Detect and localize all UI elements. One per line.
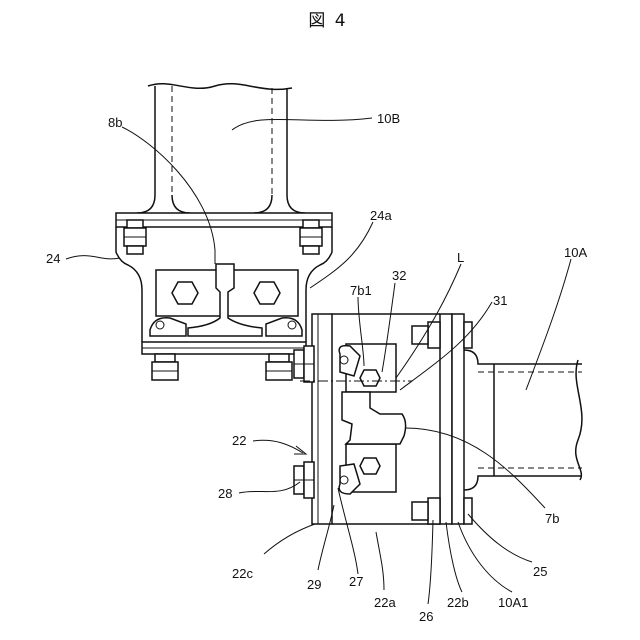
vertical-member-10b xyxy=(137,84,305,213)
label-l: L xyxy=(457,250,464,265)
label-26: 26 xyxy=(419,609,433,624)
label-28: 28 xyxy=(218,486,232,501)
label-8b: 8b xyxy=(108,115,122,130)
rail-clamp-upper xyxy=(150,264,302,336)
label-22: 22 xyxy=(232,433,246,448)
label-7b: 7b xyxy=(545,511,559,526)
label-24: 24 xyxy=(46,251,60,266)
figure-title: 図 4 xyxy=(308,11,347,31)
label-24a: 24a xyxy=(370,208,392,223)
label-32: 32 xyxy=(392,268,406,283)
label-22a: 22a xyxy=(374,595,396,610)
label-10a1: 10A1 xyxy=(498,595,528,610)
rail-clamp-lower xyxy=(339,344,405,494)
label-7b1: 7b1 xyxy=(350,283,372,298)
label-25: 25 xyxy=(533,564,547,579)
label-10a: 10A xyxy=(564,245,587,260)
label-27: 27 xyxy=(349,574,363,589)
horizontal-member-10a xyxy=(464,350,582,490)
label-31: 31 xyxy=(493,293,507,308)
label-22c: 22c xyxy=(232,566,253,581)
label-10b: 10B xyxy=(377,111,400,126)
label-29: 29 xyxy=(307,577,321,592)
label-22b: 22b xyxy=(447,595,469,610)
